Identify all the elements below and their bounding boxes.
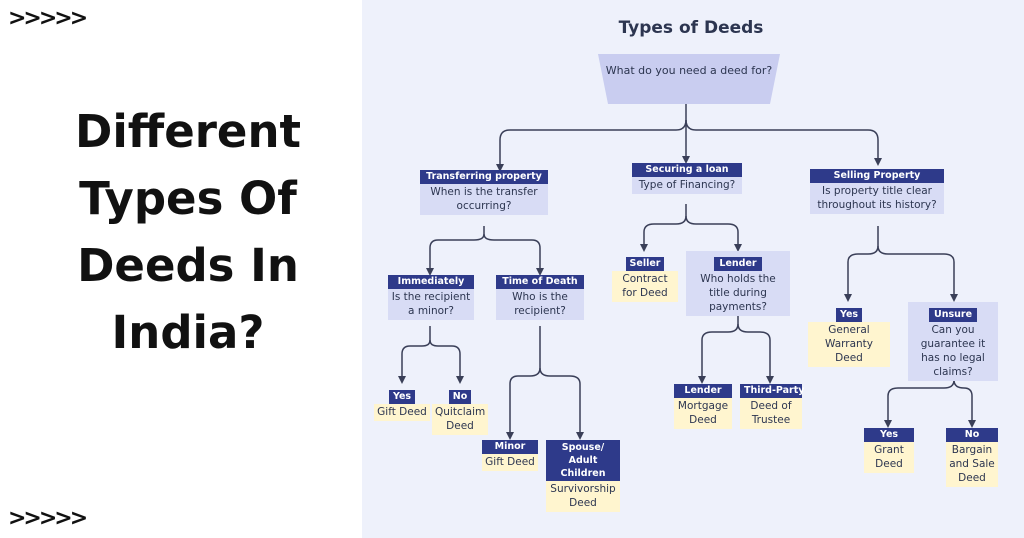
immediately-header: Immediately	[388, 275, 474, 289]
left-panel: >>>>> Different Types Of Deeds In India?…	[0, 0, 362, 538]
third-party-leaf: Third-Party Deed of Trustee	[740, 384, 804, 429]
lender-header: Lender	[714, 257, 762, 271]
time-of-death-node: Time of Death Who is the recipient?	[496, 275, 584, 320]
seller-result: Contract for Deed	[612, 271, 678, 302]
time-of-death-header: Time of Death	[496, 275, 584, 289]
seller-leaf: Seller Contract for Deed	[612, 251, 678, 302]
third-party-header: Third-Party	[740, 384, 804, 398]
root-shape	[598, 54, 780, 104]
spouse-header: Spouse/ Adult Children	[546, 440, 620, 481]
transferring-question: When is the transfer occurring?	[430, 186, 538, 212]
minor-header: Minor	[482, 440, 538, 454]
selling-yes-leaf: Yes General Warranty Deed	[808, 302, 890, 367]
spouse-leaf: Spouse/ Adult Children Survivorship Deed	[546, 440, 620, 512]
unsure-no-leaf: No Bargain and Sale Deed	[946, 428, 998, 487]
third-party-result: Deed of Trustee	[740, 398, 802, 429]
lender-lender-result: Mortgage Deed	[674, 398, 732, 429]
immediately-question: Is the recipient a minor?	[391, 291, 471, 317]
selling-header: Selling Property	[810, 169, 944, 183]
unsure-no-header: No	[946, 428, 998, 442]
chevrons-top: >>>>>	[8, 6, 88, 31]
immediately-no-leaf: No Quitclaim Deed	[432, 384, 488, 435]
headline: Different Types Of Deeds In India?	[74, 105, 301, 359]
securing-header: Securing a loan	[632, 163, 742, 177]
immediately-yes-header: Yes	[388, 390, 416, 404]
selling-node: Selling Property Is property title clear…	[810, 169, 944, 214]
unsure-question: Can you guarantee it has no legal claims…	[920, 324, 986, 378]
securing-node: Securing a loan Type of Financing?	[632, 163, 742, 194]
selling-yes-result: General Warranty Deed	[808, 322, 890, 367]
immediately-yes-result: Gift Deed	[374, 404, 430, 421]
unsure-header: Unsure	[928, 308, 978, 322]
lender-lender-leaf: Lender Mortgage Deed	[674, 384, 732, 429]
time-of-death-question: Who is the recipient?	[512, 291, 568, 317]
spouse-result: Survivorship Deed	[546, 481, 620, 512]
minor-leaf: Minor Gift Deed	[482, 440, 538, 471]
unsure-node: Unsure Can you guarantee it has no legal…	[908, 302, 998, 381]
minor-result: Gift Deed	[482, 454, 538, 471]
transferring-header: Transferring property	[420, 170, 548, 184]
selling-question: Is property title clear throughout its h…	[817, 185, 937, 211]
root-node: What do you need a deed for?	[598, 54, 780, 104]
immediately-no-header: No	[448, 390, 472, 404]
unsure-no-result: Bargain and Sale Deed	[946, 442, 998, 487]
lender-question: Who holds the title during payments?	[700, 273, 776, 313]
transferring-node: Transferring property When is the transf…	[420, 170, 548, 215]
selling-yes-header: Yes	[835, 308, 863, 322]
lender-node: Lender Who holds the title during paymen…	[686, 251, 790, 316]
lender-lender-header: Lender	[674, 384, 732, 398]
securing-question: Type of Financing?	[638, 179, 736, 191]
unsure-yes-leaf: Yes Grant Deed	[864, 428, 914, 473]
unsure-yes-header: Yes	[864, 428, 914, 442]
root-question: What do you need a deed for?	[605, 64, 773, 77]
immediately-node: Immediately Is the recipient a minor?	[388, 275, 474, 320]
chevrons-bottom: >>>>>	[8, 506, 88, 531]
immediately-no-result: Quitclaim Deed	[432, 404, 488, 435]
diagram-title: Types of Deeds	[618, 18, 764, 38]
seller-header: Seller	[625, 257, 665, 271]
unsure-yes-result: Grant Deed	[864, 442, 914, 473]
immediately-yes-leaf: Yes Gift Deed	[374, 384, 430, 421]
